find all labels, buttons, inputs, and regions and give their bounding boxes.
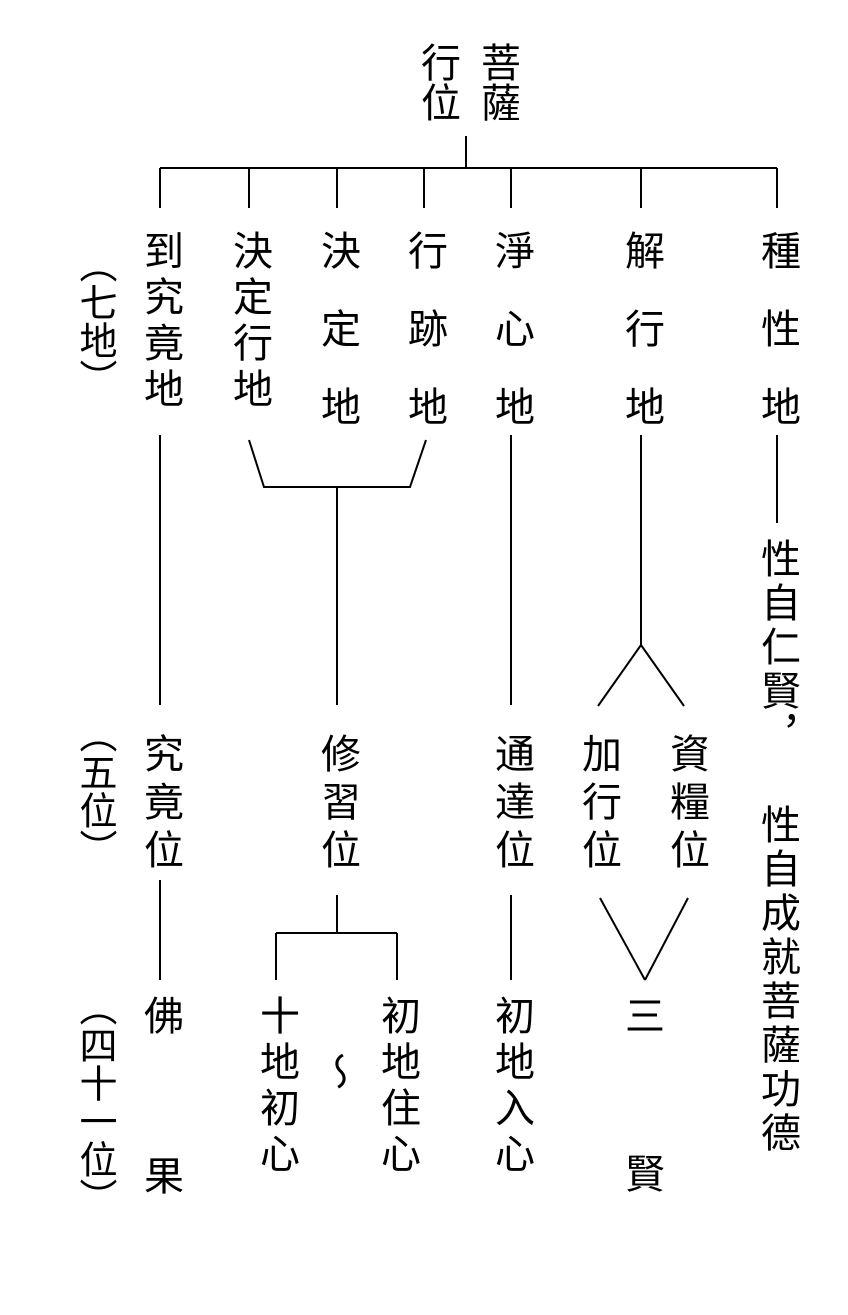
stage-daojiujing-di: 到究竟地: [137, 230, 183, 414]
note-seven-stages: （七地）: [73, 245, 117, 397]
result-three-sages: 三賢: [618, 995, 664, 1311]
connector-lines: [159, 136, 778, 981]
stage-jiaxing-wei: 加行位: [575, 733, 621, 877]
stage-ziliang-wei: 資糧位: [663, 733, 709, 877]
side-text-col-2: 性自成就菩薩功德: [754, 804, 800, 1156]
stage-xingji-di: 行跡地: [401, 230, 447, 464]
stage-zhongxing-di: 種性地: [754, 230, 800, 464]
stage-jiexing-di: 解行地: [618, 230, 664, 464]
stage-xiuxi-wei: 修習位: [314, 733, 360, 877]
root-col-1: 行位: [414, 42, 460, 122]
stage-jingxin-di: 淨心地: [488, 230, 534, 464]
stage-shidi-chuxin: 十地初心: [253, 995, 299, 1179]
range-tilde: ～: [315, 1052, 359, 1090]
stage-chudi-zhuxin: 初地住心: [374, 995, 420, 1179]
bodhisattva-stages-diagram: 行位 菩薩 到究竟地 決定行地 決定地 行跡地 淨心地 解行地 種性地 （七地）…: [73, 42, 800, 1315]
stage-jiujing-wei: 究竟位: [137, 733, 183, 877]
stage-tongda-wei: 通達位: [488, 733, 534, 877]
root-col-2: 菩薩: [474, 42, 520, 122]
note-forty-one-positions: （四十一位）: [73, 988, 117, 1216]
stage-chudi-ruxin: 初地入心: [488, 995, 534, 1179]
side-text-col-1: 性自仁賢，: [754, 538, 800, 758]
stage-jueding-xing-di: 決定行地: [226, 230, 272, 414]
note-five-positions: （五位）: [73, 715, 117, 867]
result-buddhahood: 佛果: [137, 995, 183, 1315]
stage-jueding-di: 決定地: [314, 230, 360, 464]
